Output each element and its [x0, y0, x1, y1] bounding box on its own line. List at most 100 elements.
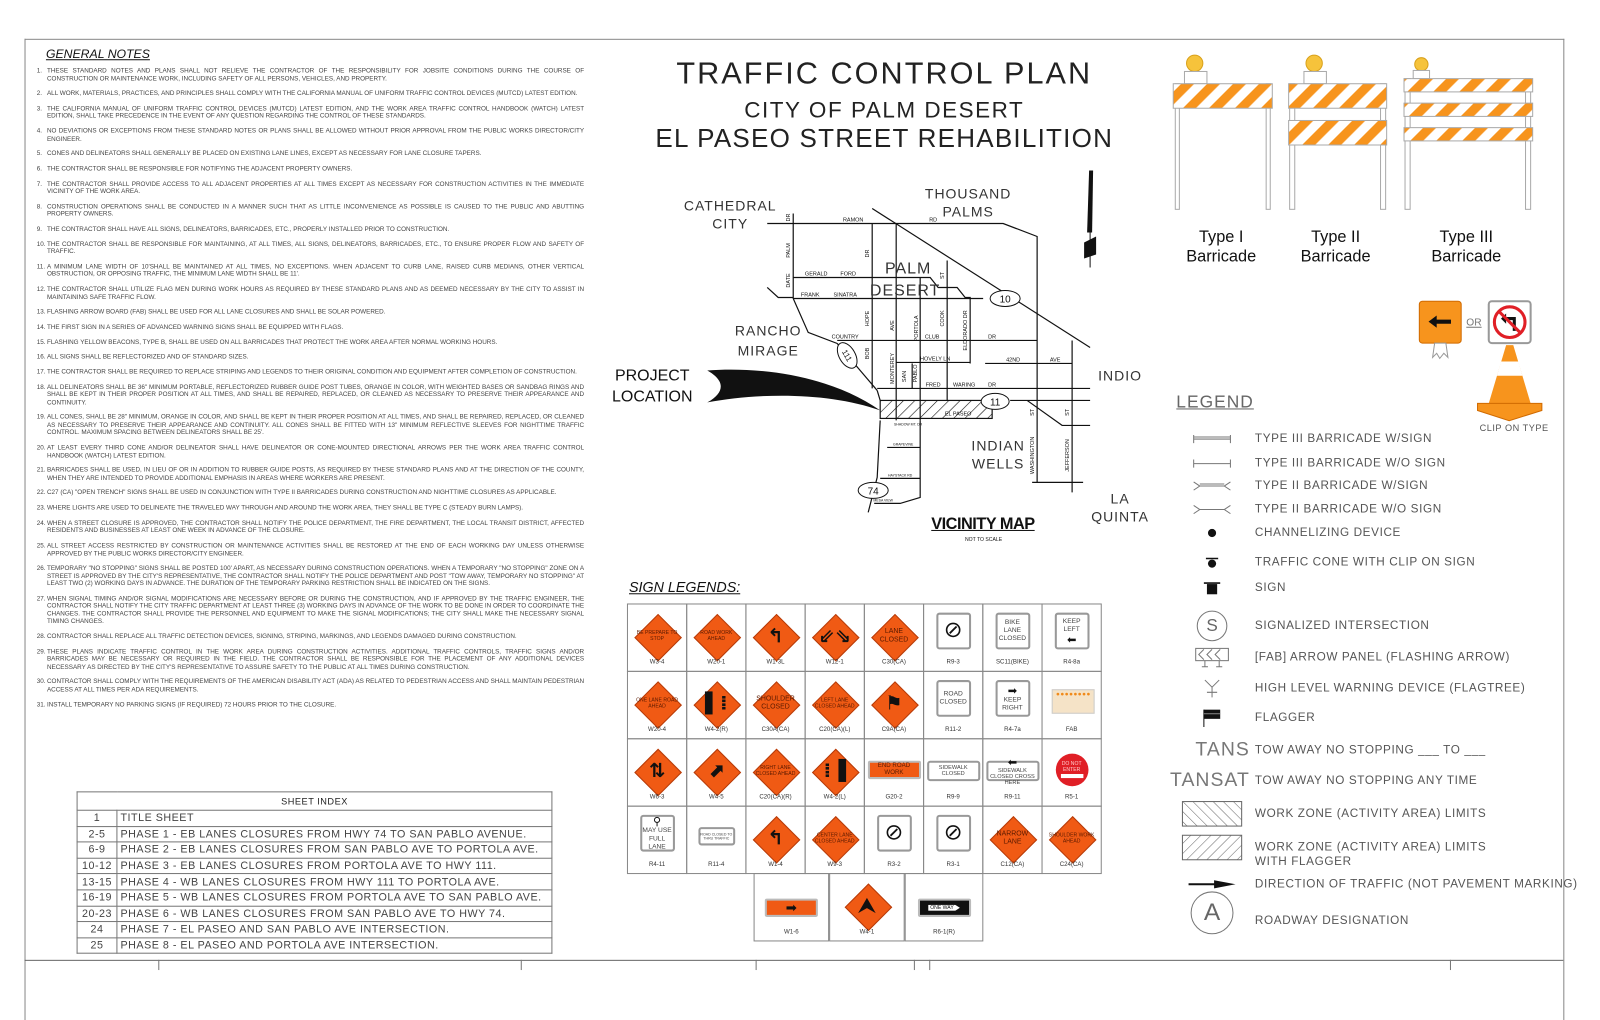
legend-label: ROADWAY DESIGNATION	[1254, 914, 1410, 928]
barricade-word: Barricade	[1300, 248, 1371, 266]
flashing-arrow-board-icon: • • • • • • • •	[1051, 689, 1095, 714]
note-number: 15.	[36, 338, 46, 346]
sheet-number: 6-9	[76, 841, 118, 859]
lane-ends-right-icon: ▌⁞	[705, 692, 728, 715]
note-number: 8.	[36, 203, 43, 211]
sign-r3-1: ⊘R3-1	[923, 805, 984, 875]
note-number: 2.	[36, 90, 43, 98]
signalized-icon: S	[1174, 610, 1250, 642]
barricade-illustrations	[1172, 54, 1534, 210]
title-block-divider	[520, 959, 522, 971]
note-number: 21.	[36, 466, 46, 475]
note-number: 20.	[36, 444, 46, 452]
sign-text: SIDEWALK CLOSED	[938, 764, 968, 778]
type1-barricade-icon	[1172, 54, 1273, 210]
legend-heading: LEGEND	[1176, 392, 1254, 412]
sheet-description: PHASE 6 - WB LANES CLOSURES FROM SAN PAB…	[116, 905, 553, 923]
note-number: 29.	[36, 648, 46, 656]
note-text: FLASHING YELLOW BEACONS, TYPE B, SHALL B…	[46, 338, 498, 346]
sheet-number: 25	[76, 937, 118, 955]
sign-fab: • • • • • • • •FAB	[1041, 670, 1102, 740]
sign-text: DO NOT ENTER	[1061, 760, 1082, 773]
general-note: 11.A MINIMUM LANE WIDTH OF 10'SHALL BE M…	[37, 263, 584, 278]
orange-rect-sign-icon: END ROAD WORK	[867, 760, 921, 780]
sheet-border	[24, 38, 1565, 1020]
street-label: DR	[988, 334, 996, 340]
sign-code: R11-2	[945, 727, 962, 734]
general-note: 14.THE FIRST SIGN IN A SERIES OF ADVANCE…	[37, 324, 584, 332]
type2-barricade-icon	[1288, 54, 1388, 210]
type3-without-sign-icon	[1174, 453, 1250, 473]
city-label: CATHEDRAL	[684, 197, 777, 213]
street-label: MESA VIEW	[873, 498, 893, 502]
legend-label: FLAGGER	[1254, 711, 1316, 724]
sheet-description: PHASE 5 - WB LANES CLOSURES FROM PORTOLA…	[116, 889, 553, 907]
city-label: MIRAGE	[738, 342, 799, 358]
barricade-type: Type I	[1198, 228, 1244, 247]
sign-r3-2: ⊘R3-2	[863, 805, 925, 875]
street-label: 42ND	[1006, 357, 1020, 363]
street-label: GERALD	[805, 271, 828, 277]
street-label: MONTEREY	[890, 352, 896, 383]
legend-abbreviation: TANSAT	[1170, 769, 1250, 792]
legend-item: TYPE II BARRICADE W/SIGN	[1174, 476, 1562, 496]
general-note: 2.ALL WORK, MATERIALS, PRACTICES, AND PR…	[37, 90, 584, 98]
general-note: 4.NO DEVIATIONS OR EXCEPTIONS FROM THESE…	[37, 128, 584, 143]
note-number: 11.	[36, 263, 46, 271]
note-text: WHERE LIGHTS ARE USED TO DELINEATE THE T…	[46, 504, 524, 512]
note-number: 3.	[36, 105, 43, 113]
note-number: 31.	[36, 701, 46, 709]
general-note: 8.CONSTRUCTION OPERATIONS SHALL BE CONDU…	[37, 203, 584, 218]
sign-text: ROAD CLOSED TO THRU TRAFFIC	[700, 831, 733, 841]
sign-w12-1: ⇙⇘W12-1	[804, 603, 865, 672]
street-label: DR	[988, 382, 996, 388]
sign-text: ROAD WORK AHEAD	[700, 630, 733, 643]
note-number: 26.	[36, 564, 46, 573]
street-label: WARING	[953, 382, 975, 388]
cone-clip-on-sign-illustration	[1418, 300, 1543, 422]
street-label: GRAPEVINE	[893, 442, 914, 446]
general-note: 7.THE CONTRACTOR SHALL PROVIDE ACCESS TO…	[37, 180, 584, 195]
sign-text: MAY USE FULL LANE	[642, 826, 672, 851]
city-label: LA	[1111, 490, 1130, 506]
note-text: THE CONTRACTOR SHALL BE RESPONSIBLE FOR …	[46, 165, 353, 173]
legend-abbreviation: TANS	[1195, 739, 1250, 761]
note-text: THE CONTRACTOR SHALL UTILIZE FLAG MEN DU…	[46, 285, 585, 301]
text-icon: TANS	[1174, 739, 1250, 761]
street-label: CLUB	[925, 334, 940, 340]
note-text: FLASHING ARROW BOARD (FAB) SHALL BE USED…	[46, 308, 386, 316]
sign-code: R6-1(R)	[933, 929, 955, 936]
sign-text: KEEP LEFT	[1062, 617, 1081, 633]
general-note: 17.THE CONTRACTOR SHALL BE REQUIRED TO R…	[37, 369, 584, 377]
legend-item: CHANNELIZING DEVICE	[1174, 523, 1562, 543]
cone-with-sign-icon	[1174, 552, 1250, 572]
sign-code: C30A(CA)	[761, 727, 790, 734]
street-label: PORTOLA	[914, 315, 920, 341]
sheet-number: 16-19	[76, 889, 118, 907]
legend-item: TYPE III BARRICADE W/SIGN	[1174, 429, 1562, 449]
legend-label: WORK ZONE (ACTIVITY AREA) LIMITS WITH FL…	[1254, 841, 1487, 868]
general-note: 21.BARRICADES SHALL BE USED, IN LIEU OF …	[37, 467, 584, 482]
sign-r9-3: ⊘R9-3	[923, 603, 984, 672]
street-label: PABLO	[913, 364, 919, 382]
note-number: 5.	[36, 150, 43, 158]
note-number: 4.	[36, 127, 43, 135]
legend-label: TYPE III BARRICADE W/SIGN	[1254, 432, 1433, 446]
general-note: 1.THESE STANDARD NOTES AND PLANS SHALL N…	[37, 67, 584, 82]
note-text: THE FIRST SIGN IN A SERIES OF ADVANCED W…	[46, 323, 344, 331]
city-label: CITY	[712, 215, 748, 231]
note-number: 27.	[36, 595, 46, 603]
sign-w1-3l: ↰W1-3L	[745, 603, 806, 672]
legend-label: TYPE III BARRICADE W/O SIGN	[1254, 457, 1446, 470]
sign-text: CENTER LANE CLOSED AHEAD	[814, 832, 855, 845]
project-area-hatch	[879, 399, 993, 419]
project-location-label: PROJECT	[615, 367, 690, 384]
sign-code: R4-11	[648, 861, 666, 868]
